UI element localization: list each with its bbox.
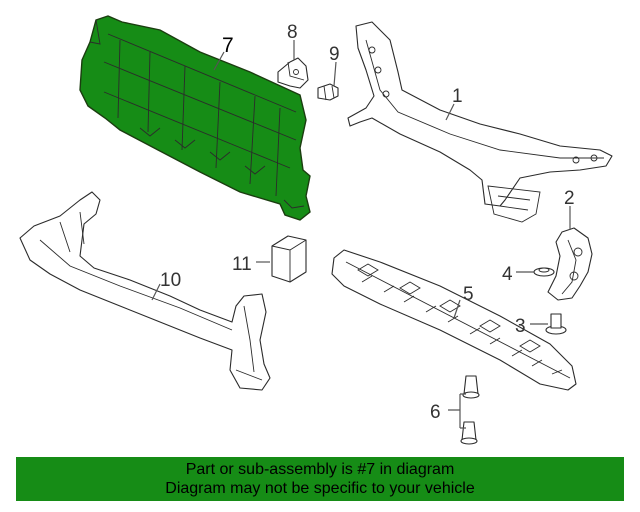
callout-6: 6: [430, 402, 441, 423]
info-banner: Part or sub-assembly is #7 in diagram Di…: [16, 457, 624, 501]
callout-2: 2: [564, 188, 575, 209]
callout-5: 5: [463, 284, 474, 305]
banner-line-1: Part or sub-assembly is #7 in diagram: [185, 461, 455, 478]
leader-lines: [151, 40, 571, 429]
part-4-nut[interactable]: [533, 267, 555, 277]
part-1-tie-bar[interactable]: [347, 21, 613, 223]
part-5-lower-bar[interactable]: [331, 249, 577, 391]
part-9-clip[interactable]: [317, 83, 339, 101]
callout-3: 3: [515, 316, 526, 337]
part-7-air-deflector[interactable]: [79, 15, 311, 221]
callout-1: 1: [452, 86, 463, 107]
part-8-bracket[interactable]: [277, 57, 309, 89]
part-11-foam-block[interactable]: [271, 235, 307, 283]
banner-line-2: Diagram may not be specific to your vehi…: [165, 480, 475, 497]
part-10-air-guide[interactable]: [19, 191, 271, 391]
callout-7: 7: [222, 34, 234, 57]
part-2-side-bracket[interactable]: [547, 227, 593, 301]
parts-diagram: 7 8 9 1 2 4 3 5 10 11 6: [19, 15, 613, 445]
callout-8: 8: [287, 22, 298, 43]
callout-10: 10: [160, 270, 181, 291]
callout-4: 4: [502, 264, 513, 285]
part-3-bolt[interactable]: [545, 313, 567, 335]
part-6-bolts[interactable]: [460, 375, 480, 445]
callout-9: 9: [329, 44, 340, 65]
callout-11: 11: [232, 254, 252, 275]
